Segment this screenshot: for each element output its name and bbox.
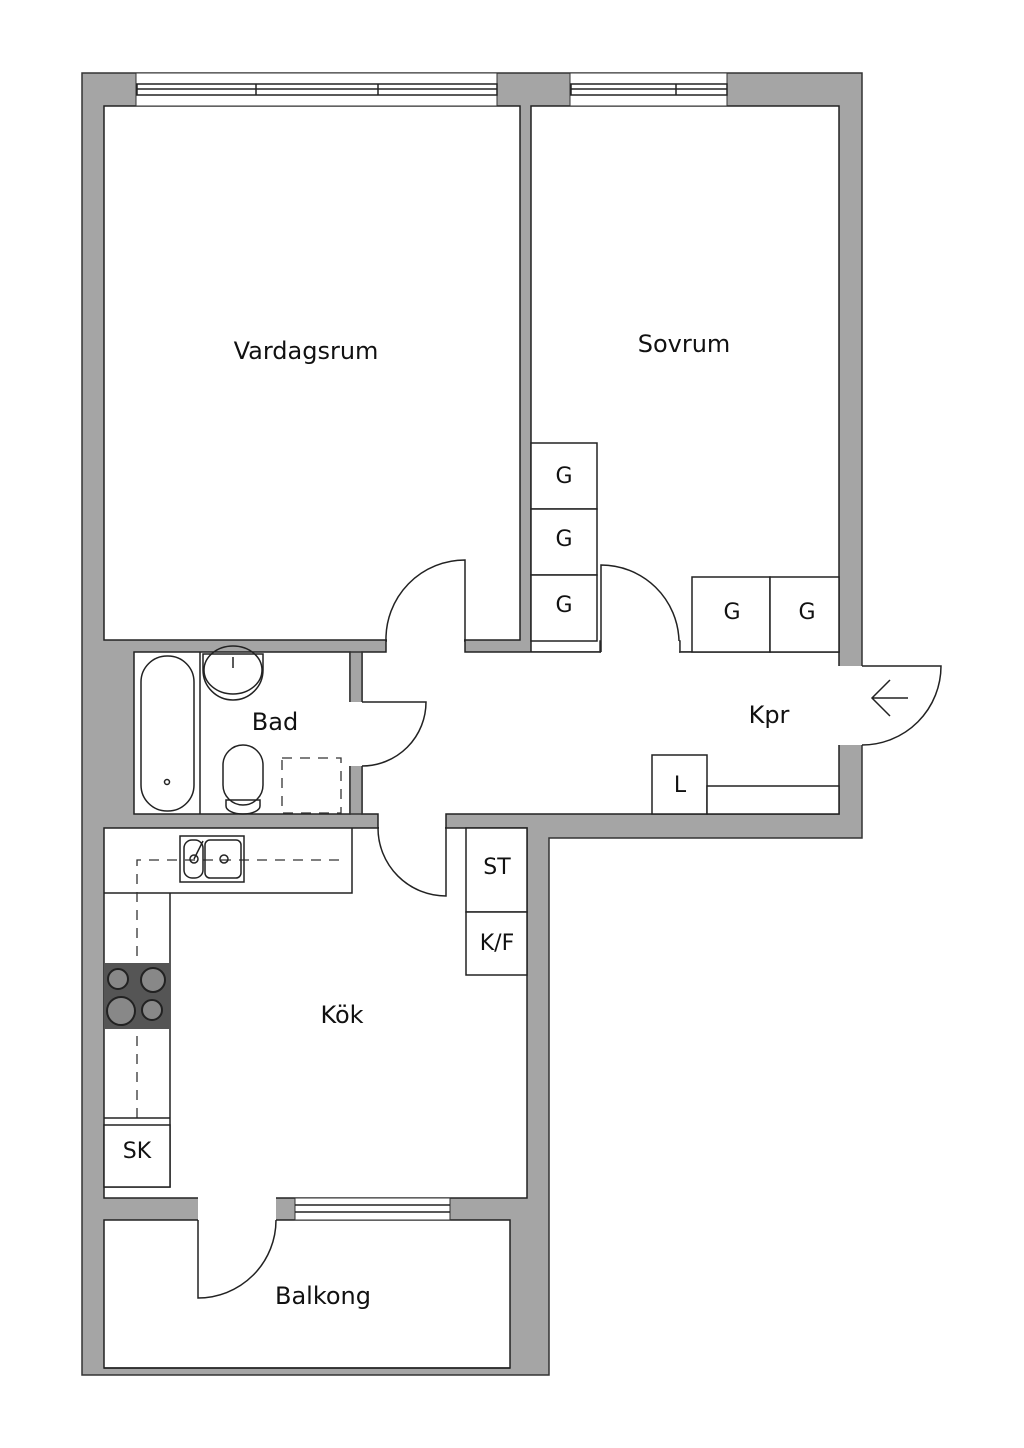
floor-drain-area bbox=[281, 757, 342, 814]
room-label-hall: Kpr bbox=[749, 701, 790, 729]
room-label-living: Vardagsrum bbox=[234, 337, 379, 365]
door-balcony[interactable] bbox=[197, 1219, 277, 1299]
pantry-label: ST bbox=[483, 855, 511, 880]
pantry bbox=[465, 827, 528, 913]
linen-label: L bbox=[674, 773, 687, 798]
bathtub-icon bbox=[140, 655, 195, 812]
door-living[interactable] bbox=[385, 559, 466, 642]
entrance-arrow-icon bbox=[870, 679, 908, 717]
window-kitchen bbox=[294, 1197, 451, 1221]
door-kitchen[interactable] bbox=[377, 827, 447, 897]
door-bath[interactable] bbox=[361, 701, 427, 767]
fridge-freezer-label: K/F bbox=[480, 931, 515, 956]
cabinet-sk bbox=[103, 1124, 171, 1188]
wardrobe-label: G bbox=[798, 600, 815, 625]
hall-shelf bbox=[706, 785, 840, 815]
room-living bbox=[103, 105, 521, 641]
cabinet-label: SK bbox=[123, 1139, 152, 1164]
window-living bbox=[135, 72, 498, 107]
wardrobe-label: G bbox=[555, 527, 572, 552]
room-kitchen bbox=[103, 827, 528, 1199]
room-bath bbox=[133, 651, 351, 815]
room-label-kitchen: Kök bbox=[320, 1001, 363, 1029]
linen-cabinet bbox=[651, 754, 708, 815]
wardrobe-label: G bbox=[555, 593, 572, 618]
wardrobe-label: G bbox=[723, 600, 740, 625]
room-label-bath: Bad bbox=[252, 708, 298, 736]
wardrobe-label: G bbox=[555, 464, 572, 489]
washbasin-icon bbox=[202, 653, 264, 701]
sink-icon bbox=[179, 835, 245, 883]
fridge-freezer bbox=[465, 911, 528, 976]
window-bedroom bbox=[569, 72, 728, 107]
room-label-balcony: Balkong bbox=[275, 1282, 371, 1310]
wardrobes-bedroom bbox=[530, 442, 840, 653]
stove-icon bbox=[104, 963, 170, 1029]
door-bedroom[interactable] bbox=[600, 564, 680, 652]
toilet-icon bbox=[222, 744, 264, 815]
room-label-bedroom: Sovrum bbox=[638, 330, 731, 358]
door-entrance[interactable] bbox=[861, 665, 942, 746]
